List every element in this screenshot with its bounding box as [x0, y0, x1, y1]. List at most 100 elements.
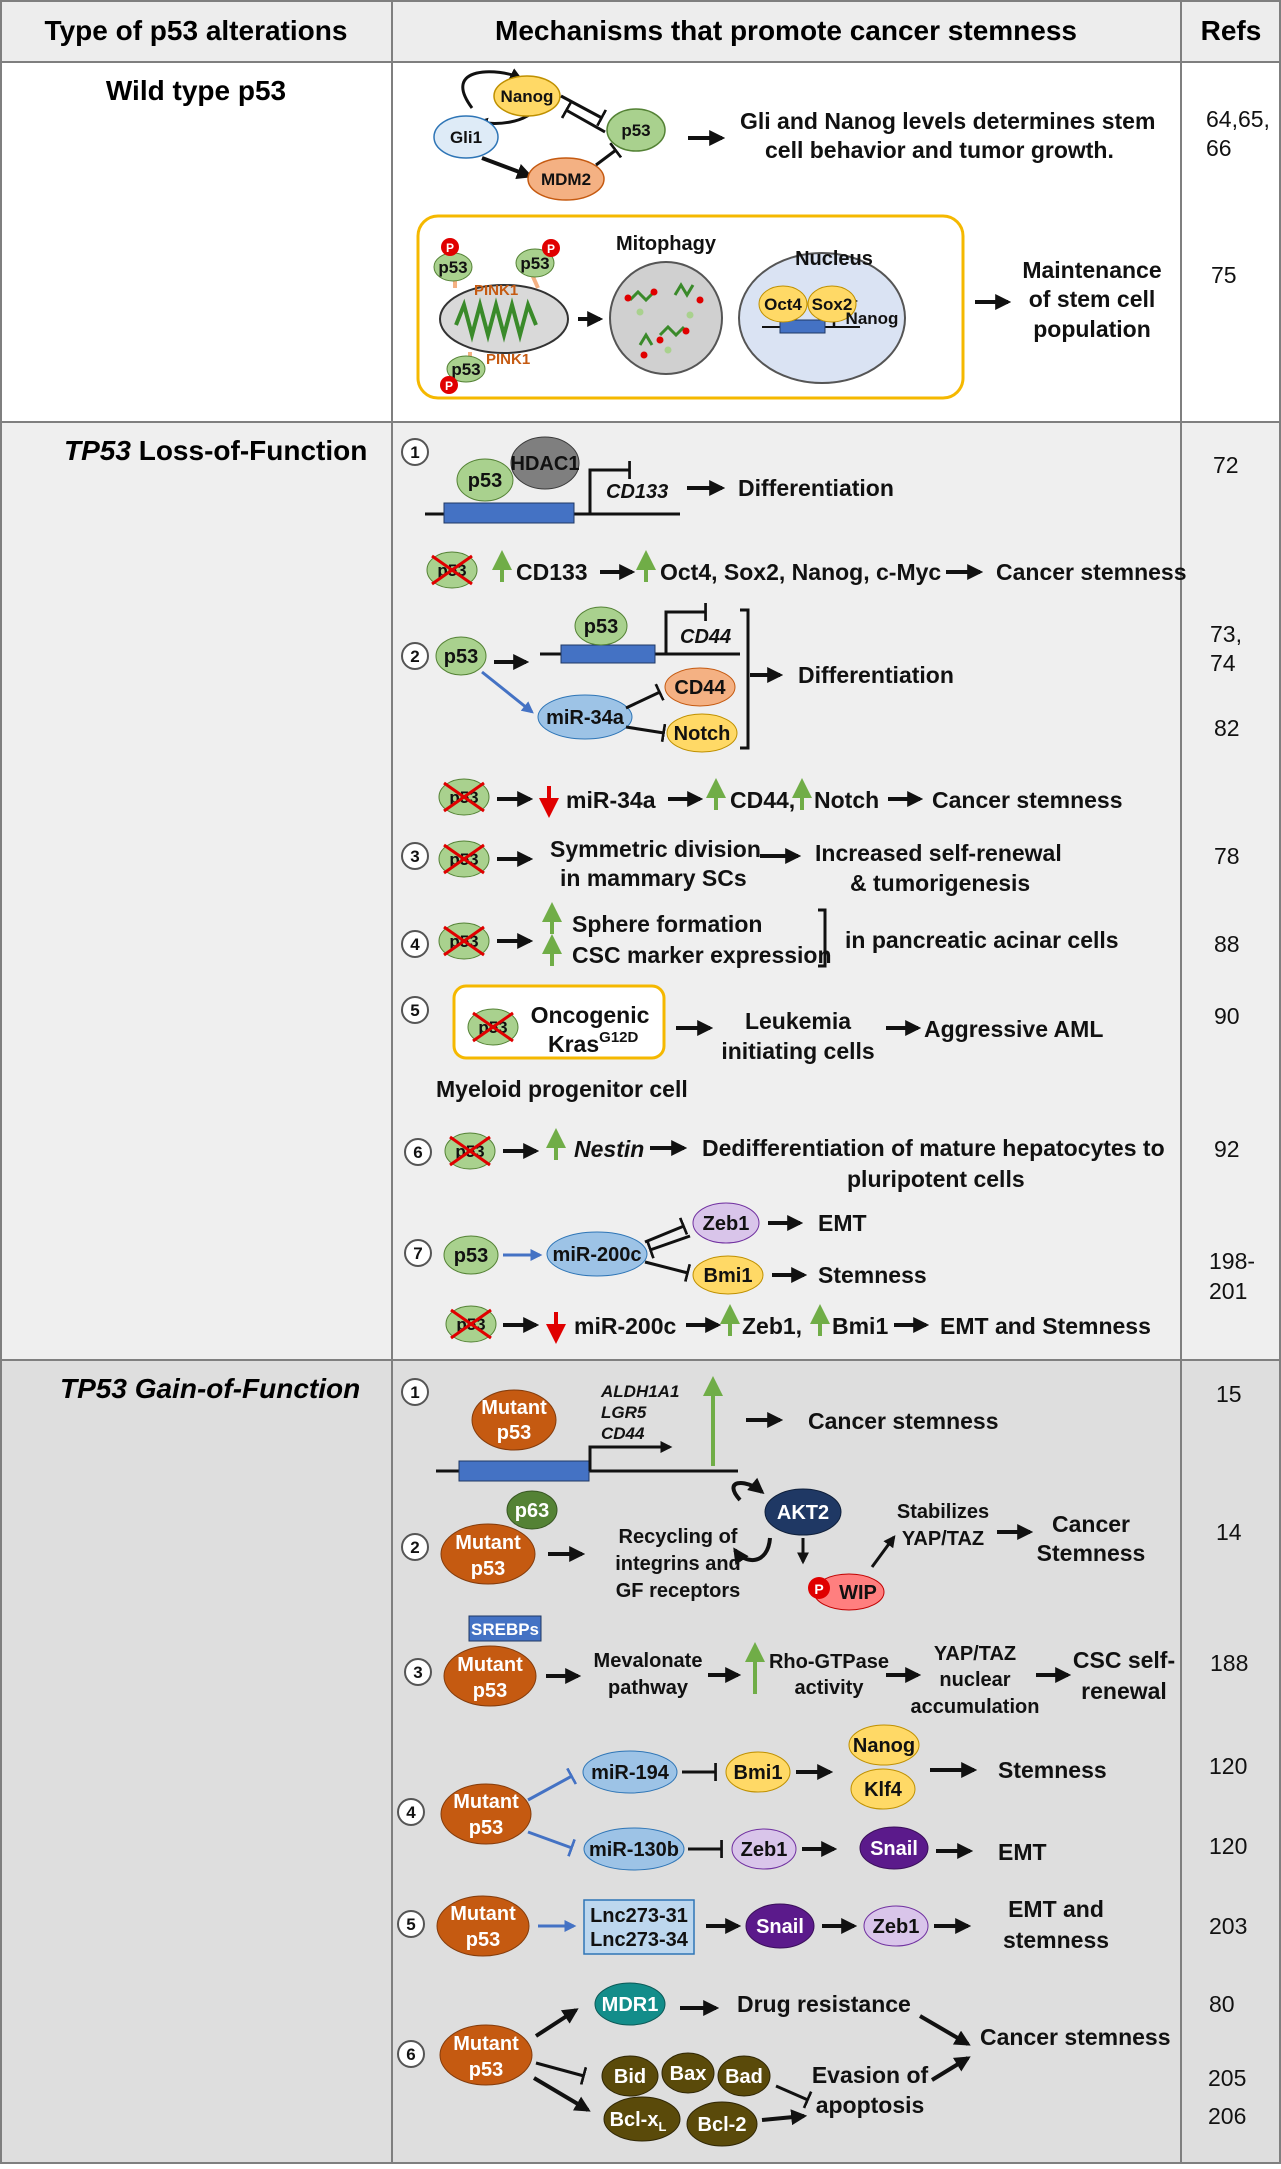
p53-label: p53 — [466, 1929, 500, 1951]
gof5-emt-and: EMT and — [1008, 1896, 1104, 1922]
gof-row5: Mutant p53 Lnc273-31 Lnc273-34 Snail Zeb… — [436, 1895, 1109, 1957]
ref-lof-7b: 201 — [1209, 1278, 1247, 1304]
p53-mito-1-label: p53 — [438, 258, 467, 277]
lof7b-bmi1: Bmi1 — [832, 1313, 888, 1339]
ref-wt-a2: 66 — [1206, 135, 1232, 161]
p53-mito-3-label: p53 — [451, 360, 480, 379]
ref-gof-4a: 120 — [1209, 1753, 1247, 1779]
lof-section-bg — [0, 422, 1281, 1360]
p53-label: p53 — [469, 1817, 503, 1839]
lof6-dediff-1: Dedifferentiation of mature hepatocytes … — [702, 1135, 1165, 1161]
gli1-label: Gli1 — [450, 128, 482, 147]
p53-bound — [574, 606, 628, 646]
lof5-myeloid: Myeloid progenitor cell — [436, 1076, 688, 1102]
zeb1-node — [692, 1202, 760, 1244]
col-header-type: Type of p53 alterations — [45, 15, 348, 46]
mir34a-label: miR-34a — [546, 707, 625, 729]
ref-gof-3: 188 — [1210, 1650, 1248, 1676]
p53-mito-3 — [446, 355, 486, 383]
gof4-stemness: Stemness — [998, 1757, 1107, 1783]
aldh1a1-gene: ALDH1A1 — [600, 1382, 679, 1401]
zeb1-label: Zeb1 — [703, 1213, 750, 1235]
oct4-node — [758, 285, 808, 323]
gof3-rho-1: Rho-GTPase — [769, 1651, 889, 1673]
nanog-node — [848, 1724, 920, 1766]
bad-label: Bad — [725, 2066, 763, 2088]
p53-deleted-4: p53 — [438, 922, 490, 960]
lof-step-5: 5 — [410, 1001, 419, 1020]
lnc273-34: Lnc273-34 — [590, 1929, 689, 1951]
bmi1-node — [692, 1255, 764, 1295]
col-header-refs: Refs — [1201, 15, 1262, 46]
p53-mito-2 — [515, 248, 555, 278]
lof-step-3: 3 — [410, 847, 419, 866]
lof-row3: p53 Symmetric division in mammary SCs In… — [438, 836, 1062, 896]
cd44-gene: CD44 — [680, 626, 731, 648]
mutant-p53-1 — [471, 1389, 557, 1451]
cristae — [454, 297, 538, 343]
lof-row4: p53 Sphere formation CSC marker expressi… — [438, 902, 1119, 968]
zeb1-label: Zeb1 — [741, 1839, 788, 1861]
srebps-box — [468, 1615, 542, 1642]
ref-gof-6b: 205 — [1208, 2065, 1246, 2091]
wip-label: WIP — [839, 1582, 877, 1604]
lof5-aml: Aggressive AML — [924, 1016, 1103, 1042]
lgr5-gene: LGR5 — [601, 1403, 647, 1422]
gof-step-3: 3 — [413, 1663, 422, 1682]
snail-label: Snail — [870, 1838, 918, 1860]
wt-pathway-a: Nanog Gli1 p53 MDM2 Gli and Nanog levels… — [433, 68, 1155, 201]
maintenance-line3: population — [1033, 316, 1151, 342]
ref-lof-2a2: 74 — [1210, 650, 1236, 676]
bmi1-node — [725, 1751, 791, 1793]
gof-step-2: 2 — [410, 1538, 419, 1557]
p53-label: p53 — [471, 1558, 505, 1580]
p53-deleted-5: p53 — [467, 1008, 519, 1046]
snail-node — [745, 1903, 815, 1949]
akt2-label: AKT2 — [777, 1502, 829, 1524]
p53-deleted-3: p53 — [438, 840, 490, 878]
lof7b-zeb1: Zeb1, — [742, 1313, 802, 1339]
mdr1-label: MDR1 — [602, 1994, 659, 2016]
ref-lof-3: 78 — [1214, 843, 1240, 869]
gof-step-1: 1 — [410, 1383, 419, 1402]
klf4-label: Klf4 — [864, 1779, 903, 1801]
lnc-box — [583, 1899, 695, 1955]
lof4-csc-marker: CSC marker expression — [572, 942, 832, 968]
lof7-stemness: Stemness — [818, 1262, 927, 1288]
gof-step-5: 5 — [406, 1915, 415, 1934]
bmi1-label: Bmi1 — [704, 1265, 753, 1287]
cd44-label: CD44 — [674, 677, 726, 699]
ref-lof-2a1: 73, — [1210, 621, 1242, 647]
cd44-node — [664, 667, 736, 707]
lof2b-cancer-stemness: Cancer stemness — [932, 787, 1123, 813]
lof1-differentiation: Differentiation — [738, 475, 894, 501]
gof3-mevalonate-2: pathway — [608, 1677, 689, 1699]
notch-node — [666, 713, 738, 753]
p53-label: p53 — [469, 2059, 503, 2081]
gof3-yap-2: nuclear — [939, 1669, 1010, 1691]
ref-lof-4: 88 — [1214, 931, 1240, 957]
srebps-label: SREBPs — [471, 1620, 539, 1639]
mutant-p53-2 — [440, 1523, 536, 1585]
p53-node — [435, 636, 487, 676]
p53-mito-2-label: p53 — [520, 254, 549, 273]
p53-node — [443, 1235, 499, 1275]
gof-row6: Mutant p53 MDR1 Drug resistance Bid Bax … — [439, 1982, 1171, 2147]
lof1b-targets: Oct4, Sox2, Nanog, c-Myc — [660, 559, 941, 585]
lof7-emt: EMT — [818, 1210, 867, 1236]
mdr1-node — [594, 1982, 666, 2026]
lof-row6: p53 Nestin Dedifferentiation of mature h… — [444, 1128, 1165, 1192]
gof-step-6: 6 — [406, 2045, 415, 2064]
lof2b-mir34a: miR-34a — [566, 787, 656, 813]
ref-lof-5: 90 — [1214, 1003, 1240, 1029]
section-title-wildtype: Wild type p53 — [106, 75, 286, 106]
p63-node — [506, 1490, 558, 1530]
lof5-oncogenic: Oncogenic — [531, 1002, 650, 1028]
bcl2-label: Bcl-2 — [698, 2114, 747, 2136]
lof3-selfrenewal-2: & tumorigenesis — [850, 870, 1030, 896]
gof3-csc-1: CSC self- — [1073, 1647, 1175, 1673]
cd44-gene: CD44 — [601, 1424, 645, 1443]
gof1-cancer-stemness: Cancer stemness — [808, 1408, 999, 1434]
mir34a-node — [537, 694, 633, 740]
ref-gof-4b: 120 — [1209, 1833, 1247, 1859]
